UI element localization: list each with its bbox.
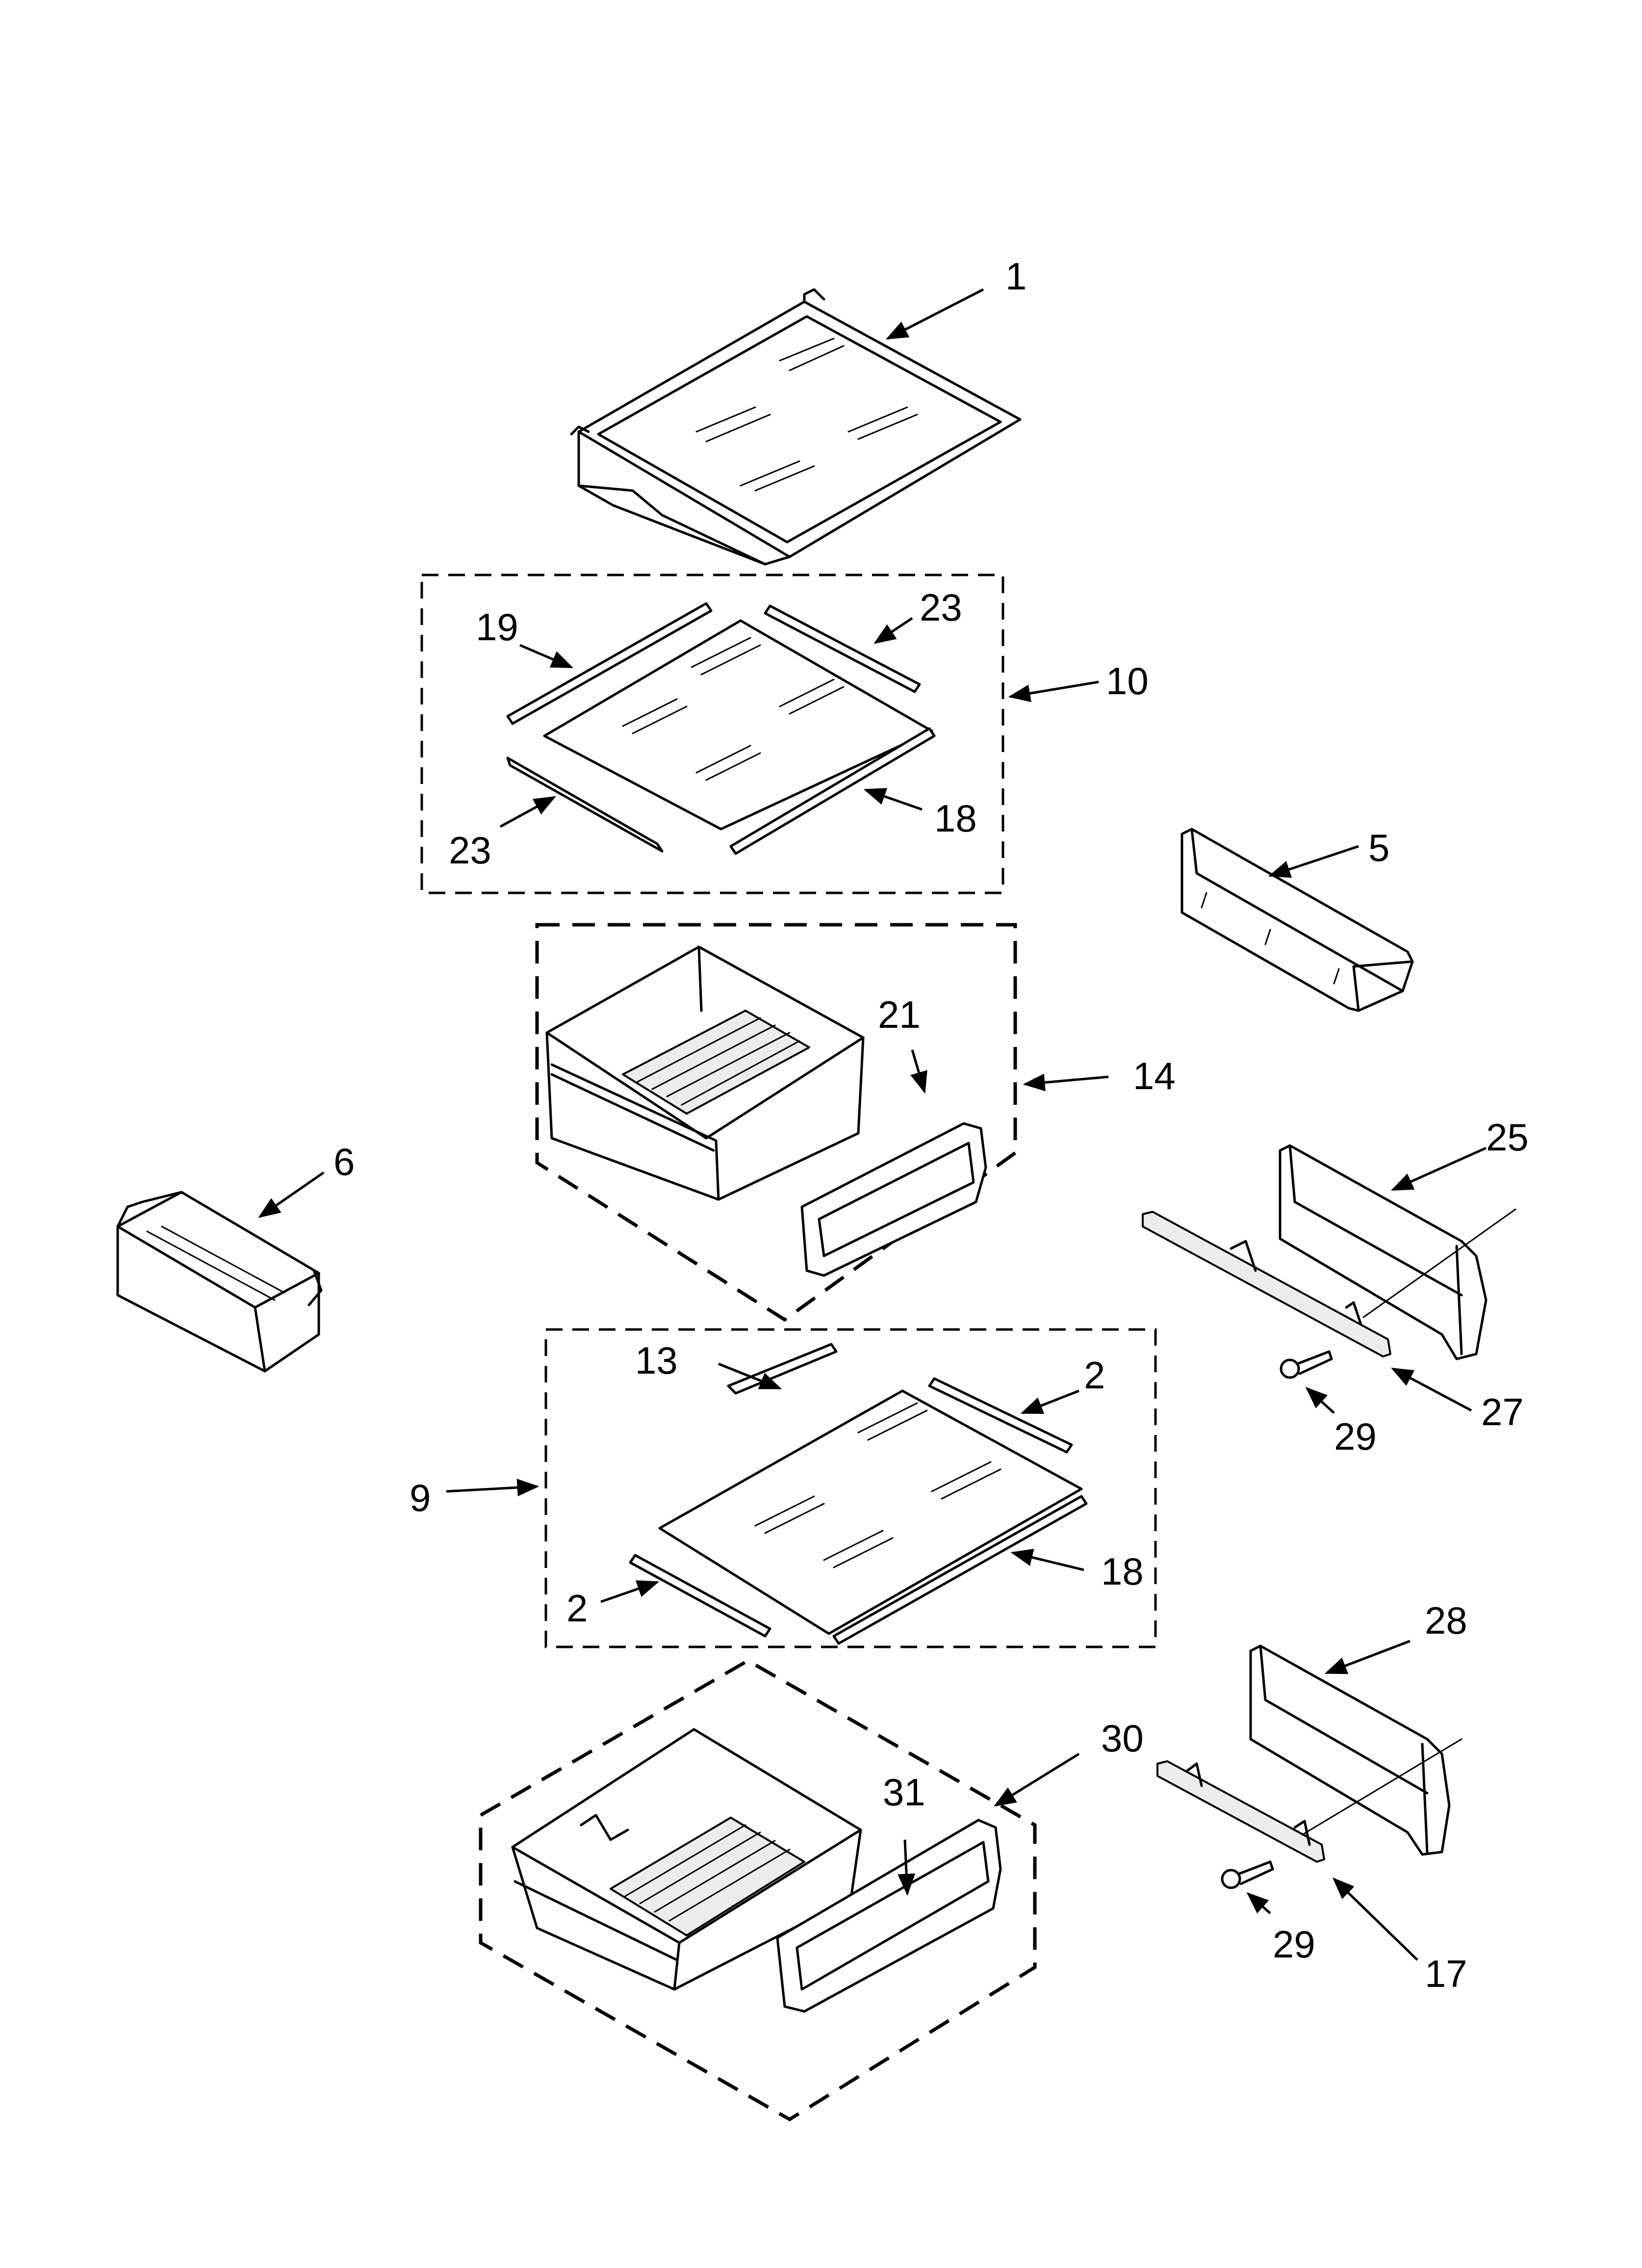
shelf-assembly-part-1 (570, 288, 1022, 566)
callout-17: 17 (1425, 1952, 1467, 1995)
glass-shelf-part-10 (506, 602, 936, 855)
callout-28: 28 (1425, 1599, 1467, 1642)
callout-30: 30 (1101, 1717, 1144, 1760)
callout-2-bottom: 2 (566, 1587, 588, 1630)
callout-27: 27 (1481, 1390, 1524, 1434)
cover-part-28 (1249, 1644, 1451, 1856)
callout-18-top: 18 (934, 797, 977, 840)
kit-box-part-14 (535, 923, 1017, 1322)
callout-29-upper: 29 (1334, 1415, 1377, 1458)
callout-10: 10 (1106, 659, 1149, 703)
kit-box-part-30 (479, 1658, 1037, 2122)
callout-29-lower: 29 (1273, 1923, 1315, 1966)
cover-part-5 (1180, 828, 1414, 1012)
kit-box-part-9 (544, 1328, 1157, 1648)
callout-1: 1 (1005, 255, 1026, 298)
crisper-drawer-front-part-21 (800, 1122, 987, 1277)
callout-23-top: 23 (920, 586, 962, 629)
screw-part-29-upper (1280, 1350, 1333, 1379)
callout-25: 25 (1486, 1116, 1529, 1159)
crisper-pan-part-14 (545, 945, 865, 1201)
callout-14: 14 (1133, 1054, 1176, 1097)
callout-23-bottom: 23 (449, 829, 491, 872)
callout-9: 9 (410, 1476, 431, 1519)
callout-13: 13 (635, 1339, 678, 1382)
glass-shelf-part-9 (629, 1343, 1088, 1645)
cover-part-25 (1279, 1144, 1488, 1360)
callout-6: 6 (334, 1140, 355, 1183)
callout-21: 21 (878, 993, 921, 1036)
bin-part-6 (116, 1191, 323, 1373)
callout-31: 31 (883, 1771, 925, 1814)
callout-2-top: 2 (1084, 1354, 1105, 1397)
callout-5: 5 (1368, 826, 1389, 869)
screw-part-29-lower (1221, 1860, 1274, 1889)
pan-part-30 (511, 1728, 862, 1991)
callout-18-bottom: 18 (1101, 1550, 1144, 1593)
slide-rail-part-27 (1142, 1211, 1391, 1357)
slide-rail-part-17 (1156, 1760, 1325, 1863)
callout-19: 19 (476, 605, 518, 649)
drawer-front-part-31 (776, 1819, 1002, 2013)
